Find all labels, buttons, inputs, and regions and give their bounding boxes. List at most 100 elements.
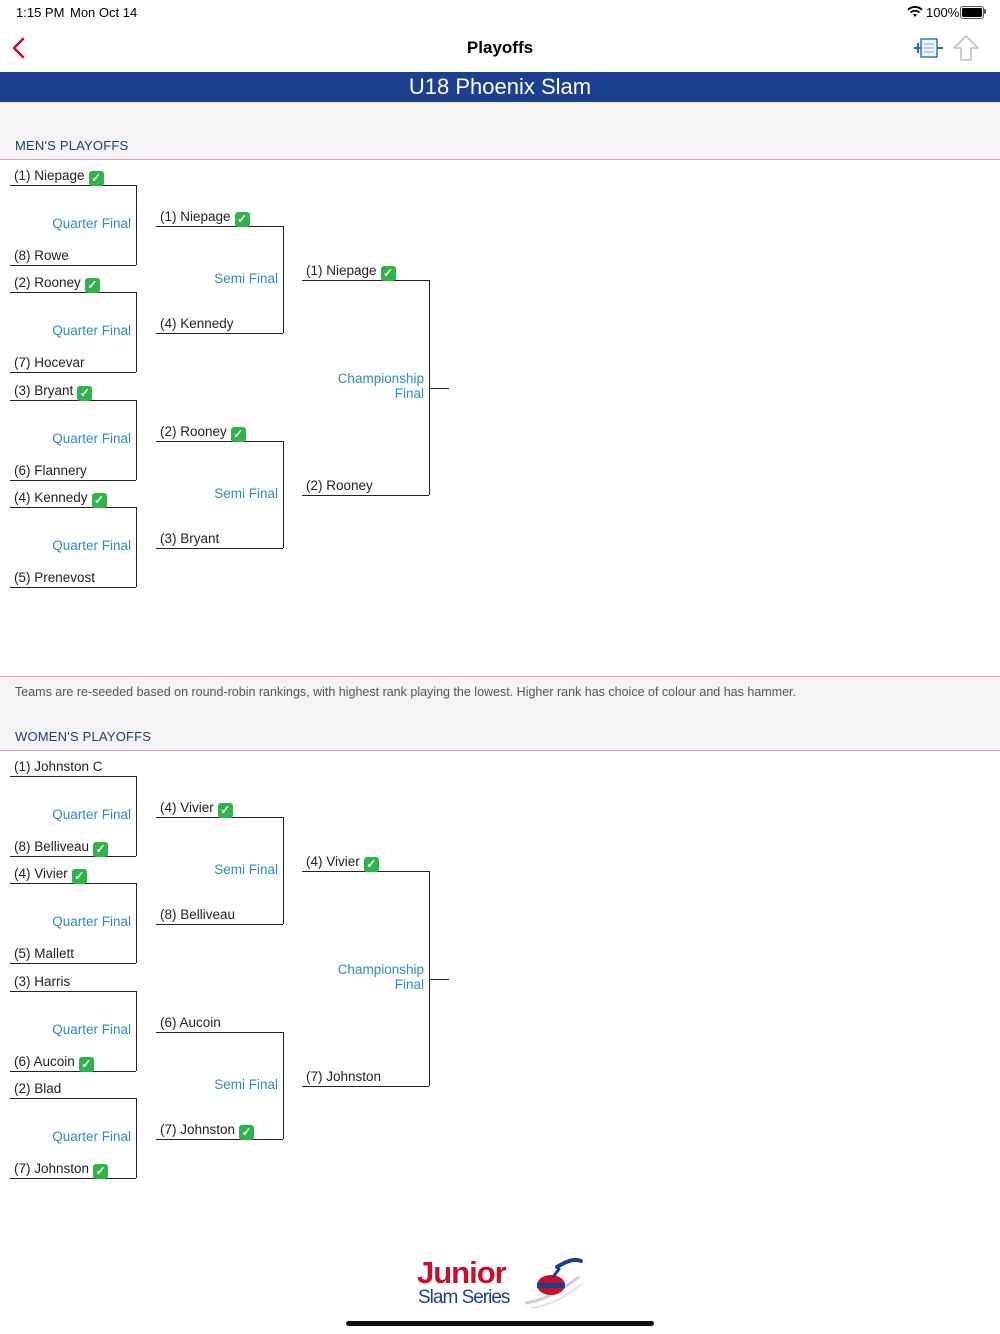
mens-final-out-line [429, 387, 449, 389]
womens-qf-3-team-a-label: (3) Harris [14, 974, 71, 989]
mens-sf-2-team-a-label: (2) Rooney [160, 424, 227, 439]
mens-qf-2-round-label: Quarter Final [0, 323, 131, 338]
womens-sf-1-team-b-label: (8) Belliveau [160, 907, 236, 922]
womens-qf-4-team-b[interactable]: (7) Johnston✓ [14, 1161, 109, 1179]
status-date: Mon Oct 14 [70, 5, 138, 20]
mens-qf-3-round-text-0: Quarter Final [52, 431, 131, 446]
mens-final-bottom-line [302, 495, 429, 496]
mens-qf-3-vertical-line [136, 400, 137, 480]
womens-qf-3-team-b[interactable]: (6) Aucoin✓ [14, 1054, 94, 1072]
mens-qf-2-vertical-line [136, 292, 137, 372]
mens-qf-1-round-text-0: Quarter Final [52, 216, 131, 231]
womens-sf-1-team-a-label: (4) Vivier [160, 800, 214, 815]
reseed-note: Teams are re-seeded based on round-robin… [15, 685, 796, 699]
womens-qf-4-bottom-line [10, 1178, 136, 1179]
womens-qf-3-bottom-line [10, 1071, 136, 1072]
back-chevron-icon[interactable] [10, 37, 28, 59]
winner-check-icon: ✓ [380, 266, 396, 281]
mens-final-team-b-label: (2) Rooney [306, 478, 373, 493]
womens-sf-2-team-a[interactable]: (6) Aucoin [160, 1015, 221, 1030]
womens-qf-1-team-b[interactable]: (8) Belliveau✓ [14, 839, 109, 857]
womens-final-team-a[interactable]: (4) Vivier✓ [306, 854, 379, 872]
womens-sf-2-team-b-label: (7) Johnston [160, 1122, 236, 1137]
mens-sf-1-team-b[interactable]: (4) Kennedy [160, 316, 234, 331]
womens-sf-1-bottom-line [156, 924, 283, 925]
womens-sf-1-round-text-0: Semi Final [214, 861, 278, 877]
winner-check-icon: ✓ [78, 1057, 94, 1072]
womens-sf-2-top-line [156, 1032, 283, 1033]
mens-qf-4-team-a[interactable]: (4) Kennedy✓ [14, 490, 107, 508]
womens-qf-1-team-b-label: (8) Belliveau [14, 839, 90, 854]
mens-sf-1-team-a[interactable]: (1) Niepage✓ [160, 209, 250, 227]
mens-sf-2-round-text-0: Semi Final [214, 485, 278, 501]
womens-qf-1-round-text-0: Quarter Final [52, 807, 131, 822]
mens-qf-4-team-b[interactable]: (5) Prenevost [14, 570, 95, 585]
home-indicator[interactable] [346, 1321, 654, 1326]
mens-qf-1-team-a[interactable]: (1) Niepage✓ [14, 168, 104, 186]
mens-sf-1-round-label: Semi Final [123, 271, 278, 286]
womens-sf-2-team-b[interactable]: (7) Johnston✓ [160, 1122, 255, 1140]
mens-final-team-b[interactable]: (2) Rooney [306, 478, 373, 493]
mens-sf-2-team-a[interactable]: (2) Rooney✓ [160, 424, 246, 442]
womens-sf-1-team-a[interactable]: (4) Vivier✓ [160, 800, 233, 818]
womens-qf-3-team-b-label: (6) Aucoin [14, 1054, 75, 1069]
curling-stone-icon [524, 1257, 584, 1309]
mens-qf-1-round-label: Quarter Final [0, 216, 131, 231]
mens-qf-1-team-b[interactable]: (8) Rowe [14, 248, 69, 263]
womens-final-team-b-label: (7) Johnston [306, 1069, 382, 1084]
winner-check-icon: ✓ [230, 427, 246, 442]
womens-sf-2-bottom-line [156, 1139, 283, 1140]
womens-qf-1-team-a[interactable]: (1) Johnston C [14, 759, 103, 774]
womens-qf-1-team-a-label: (1) Johnston C [14, 759, 103, 774]
mens-qf-2-team-a[interactable]: (2) Rooney✓ [14, 275, 100, 293]
logo-line2: Slam Series [418, 1287, 510, 1308]
up-arrow-icon[interactable] [952, 34, 980, 62]
womens-sf-1-round-label: Semi Final [123, 862, 278, 877]
mens-qf-4-round-text-0: Quarter Final [52, 538, 131, 553]
winner-check-icon: ✓ [217, 803, 233, 818]
winner-check-icon: ✓ [77, 386, 93, 401]
mens-qf-3-team-b[interactable]: (6) Flannery [14, 463, 87, 478]
womens-final-team-b[interactable]: (7) Johnston [306, 1069, 381, 1084]
winner-check-icon: ✓ [88, 171, 104, 186]
womens-final-bottom-line [302, 1086, 429, 1087]
womens-final-team-a-label: (4) Vivier [306, 854, 360, 869]
womens-qf-2-vertical-line [136, 883, 137, 963]
winner-check-icon: ✓ [84, 278, 100, 293]
womens-qf-4-team-a[interactable]: (2) Blad [14, 1081, 61, 1096]
logo-line1: Junior [417, 1255, 507, 1290]
mens-qf-1-team-a-label: (1) Niepage [14, 168, 85, 183]
womens-sf-2-team-a-label: (6) Aucoin [160, 1015, 221, 1030]
womens-qf-2-team-a[interactable]: (4) Vivier✓ [14, 866, 87, 884]
mens-qf-3-team-a[interactable]: (3) Bryant✓ [14, 383, 93, 401]
womens-qf-2-team-b-label: (5) Mallett [14, 946, 75, 961]
mens-final-team-a[interactable]: (1) Niepage✓ [306, 263, 396, 281]
womens-sf-2-round-text-0: Semi Final [214, 1076, 278, 1092]
womens-sf-2-round-label: Semi Final [123, 1077, 278, 1092]
mens-sf-2-team-b-label: (3) Bryant [160, 531, 220, 546]
womens-qf-3-top-line [10, 991, 136, 992]
womens-final-round-text-0: Championship [337, 961, 424, 977]
mens-qf-2-team-a-label: (2) Rooney [14, 275, 81, 290]
winner-check-icon: ✓ [91, 493, 107, 508]
womens-qf-1-top-line [10, 776, 136, 777]
mens-qf-4-team-b-label: (5) Prenevost [14, 570, 96, 585]
womens-qf-2-team-b[interactable]: (5) Mallett [14, 946, 74, 961]
mens-qf-2-team-b[interactable]: (7) Hocevar [14, 355, 85, 370]
womens-qf-4-vertical-line [136, 1098, 137, 1178]
womens-qf-4-round-label: Quarter Final [0, 1129, 131, 1144]
womens-sf-1-team-b[interactable]: (8) Belliveau [160, 907, 235, 922]
mens-final-team-a-label: (1) Niepage [306, 263, 377, 278]
mens-sf-1-round-text-0: Semi Final [214, 270, 278, 286]
mens-sf-2-team-b[interactable]: (3) Bryant [160, 531, 219, 546]
mens-qf-1-vertical-line [136, 185, 137, 265]
mens-qf-3-round-label: Quarter Final [0, 431, 131, 446]
mens-final-top-line [302, 280, 429, 281]
bracket-view-icon[interactable] [912, 35, 944, 61]
womens-qf-3-team-a[interactable]: (3) Harris [14, 974, 70, 989]
womens-qf-4-round-text-0: Quarter Final [52, 1129, 131, 1144]
mens-final-round-text-1: Final [394, 385, 424, 401]
mens-sf-1-top-line [156, 226, 283, 227]
